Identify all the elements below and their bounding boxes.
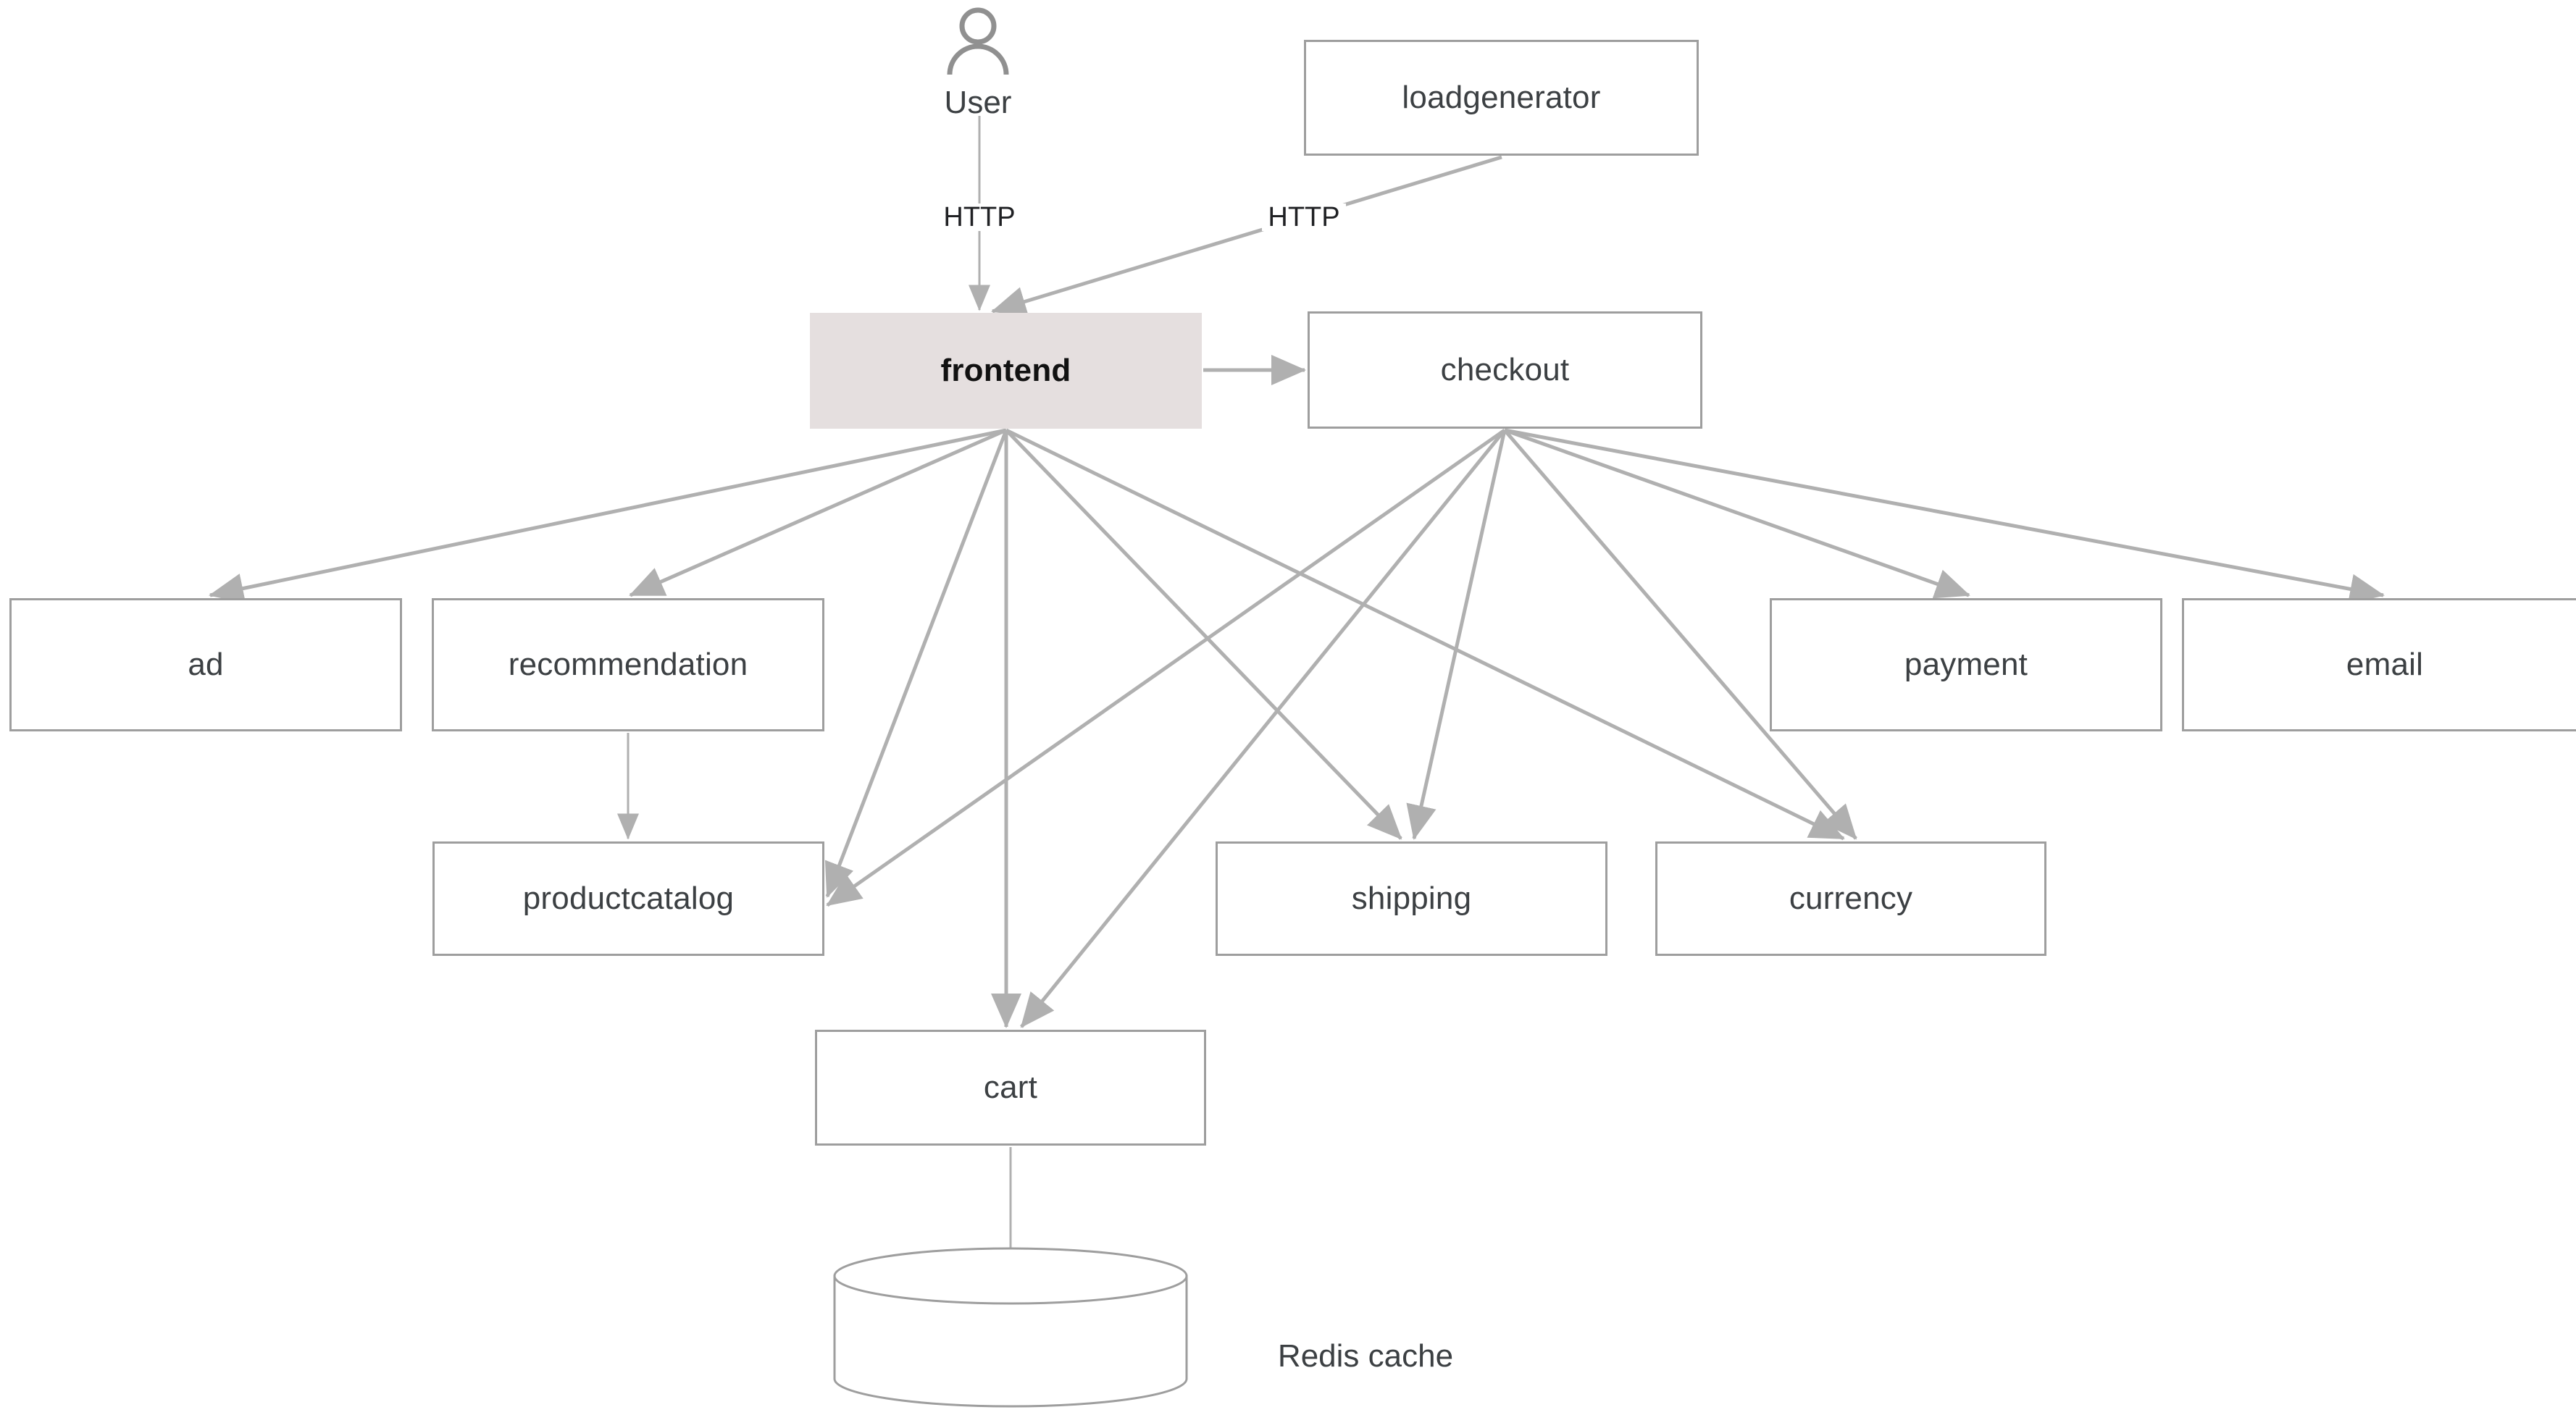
edge-frontend-currency xyxy=(1005,428,1845,841)
edge-frontend-recommendation xyxy=(629,428,1008,597)
node-checkout[interactable]: checkout xyxy=(1308,311,1702,429)
node-frontend[interactable]: frontend xyxy=(810,313,1202,429)
node-email[interactable]: email xyxy=(2182,598,2576,731)
node-shipping[interactable]: shipping xyxy=(1216,841,1607,956)
edge-loadgenerator-frontend xyxy=(991,155,1502,316)
cylinder-shape xyxy=(833,1247,1188,1408)
node-cart[interactable]: cart xyxy=(815,1030,1206,1146)
edge-checkout-shipping xyxy=(1406,429,1507,840)
edge-frontend-shipping xyxy=(1005,429,1402,840)
node-label-checkout: checkout xyxy=(1440,352,1570,387)
node-currency[interactable]: currency xyxy=(1655,841,2046,956)
node-loadgenerator[interactable]: loadgenerator xyxy=(1304,40,1699,156)
edge-frontend-ad xyxy=(209,428,1007,604)
node-label-ad: ad xyxy=(188,647,224,682)
edge-checkout-email xyxy=(1504,428,2385,605)
edge-label-http-user: HTTP xyxy=(937,203,1021,231)
node-label-cart: cart xyxy=(983,1070,1038,1105)
node-payment[interactable]: payment xyxy=(1770,598,2162,731)
node-label-payment: payment xyxy=(1904,647,2028,682)
node-label-loadgenerator: loadgenerator xyxy=(1402,80,1601,115)
person-icon xyxy=(942,7,1014,80)
node-ad[interactable]: ad xyxy=(9,598,402,731)
node-label-currency: currency xyxy=(1789,881,1913,916)
node-recommendation[interactable]: recommendation xyxy=(432,598,824,731)
node-label-rediscache: Redis cache xyxy=(1277,1338,1454,1374)
user-actor: User xyxy=(942,7,1014,119)
node-label-email: email xyxy=(2346,647,2424,682)
edge-frontend-productcatalog xyxy=(824,429,1008,898)
node-label-recommendation: recommendation xyxy=(508,647,748,682)
edge-label-http-loadgenerator: HTTP xyxy=(1262,203,1346,231)
node-label-productcatalog: productcatalog xyxy=(522,881,735,916)
node-label-frontend: frontend xyxy=(940,353,1071,388)
edge-checkout-productcatalog xyxy=(826,428,1506,907)
node-productcatalog[interactable]: productcatalog xyxy=(432,841,824,956)
edge-checkout-payment xyxy=(1504,428,1970,599)
node-label-shipping: shipping xyxy=(1351,881,1472,916)
node-rediscache[interactable]: Redis cache xyxy=(833,1247,1453,1408)
user-actor-label: User xyxy=(944,85,1012,120)
